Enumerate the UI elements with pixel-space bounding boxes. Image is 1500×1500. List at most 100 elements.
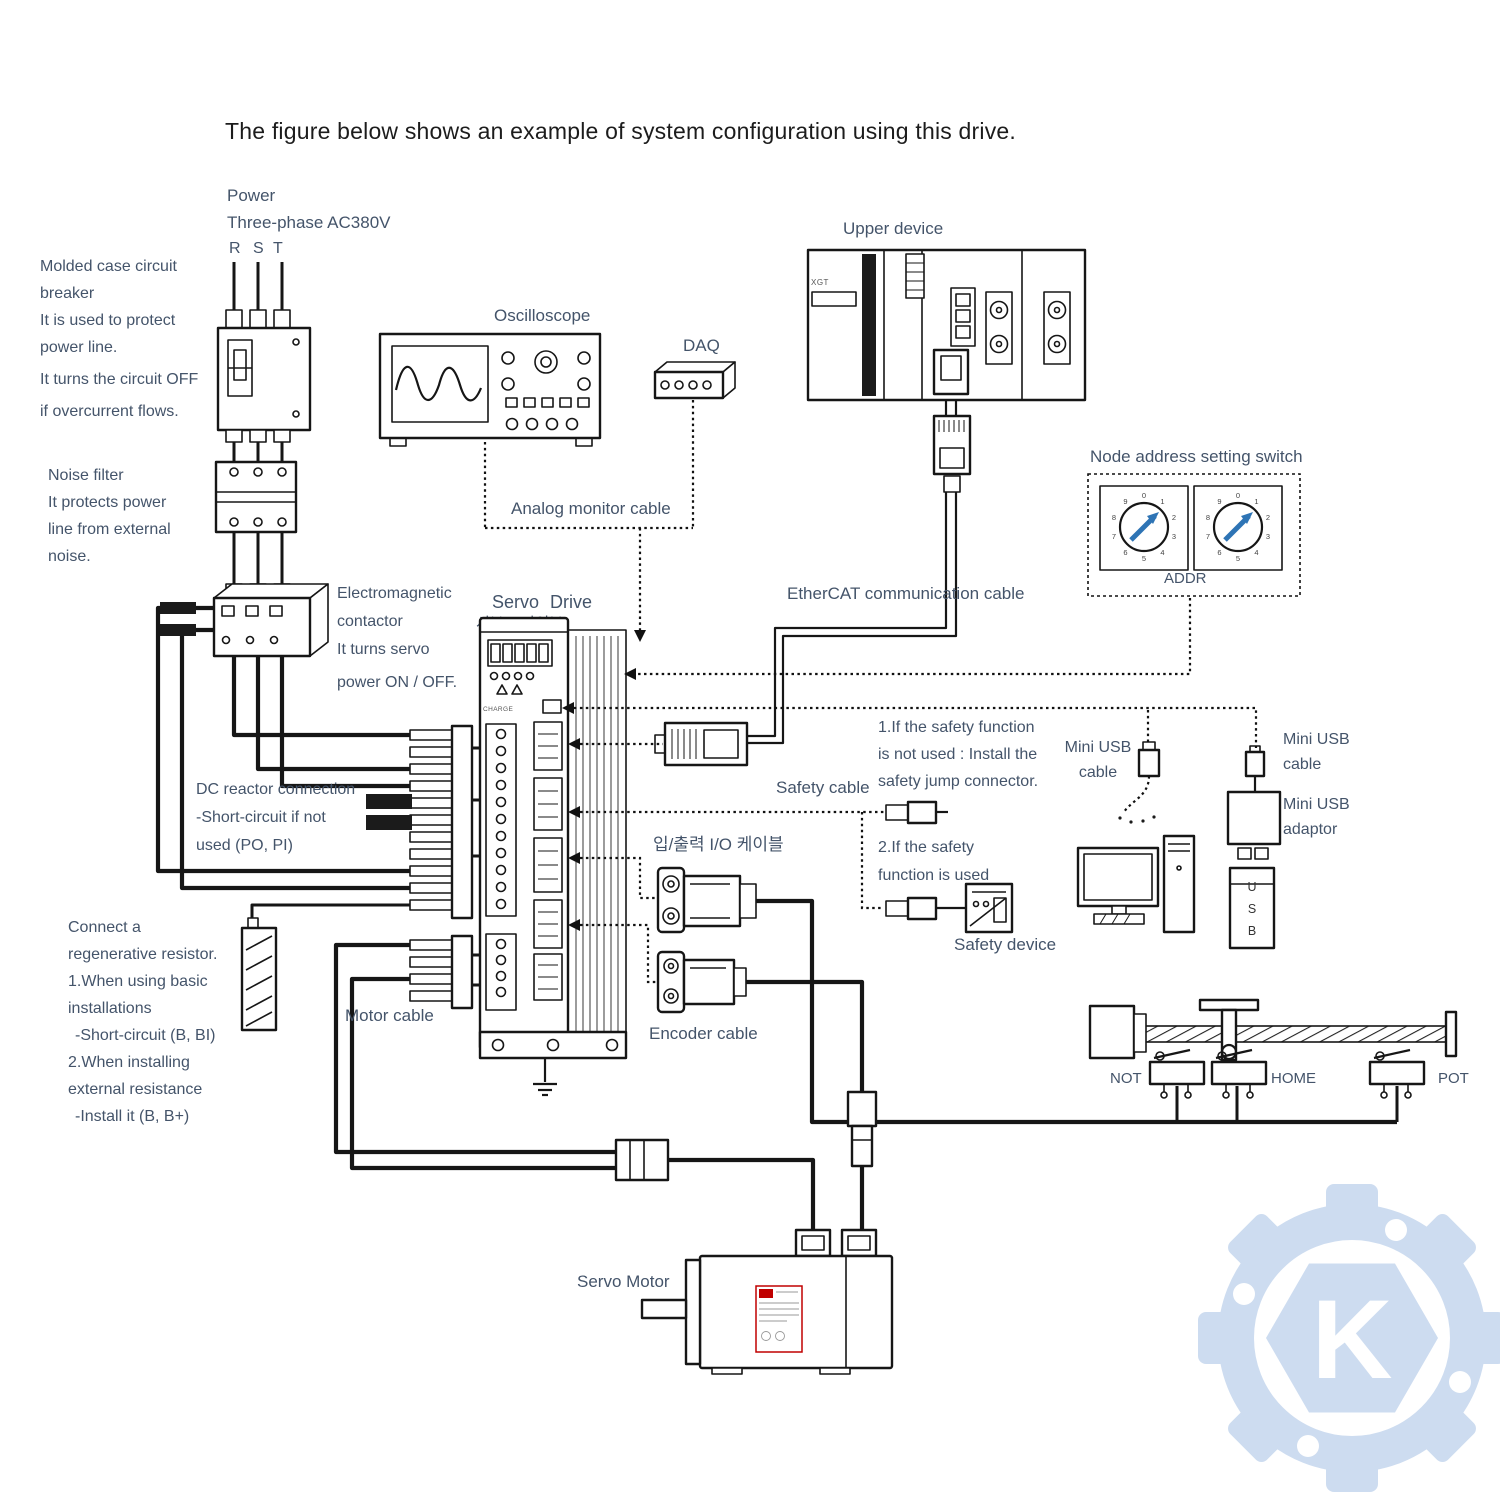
motor-terminal-block xyxy=(409,934,474,1010)
dial-digit: 4 xyxy=(1254,548,1258,557)
dial-digit: 6 xyxy=(1123,548,1127,557)
dial-digit: 4 xyxy=(1160,548,1164,557)
dial-digit: 8 xyxy=(1206,513,1210,522)
rotary-switch-1 xyxy=(1118,501,1170,553)
mini-usb-cable-2-label: Mini USB cable xyxy=(1283,727,1350,777)
safety-used-line: 2.If the safety xyxy=(878,839,975,856)
charge-label: CHARGE xyxy=(483,706,514,713)
contactor-note-line: Electromagnetic xyxy=(337,585,452,602)
mini-usb-plug-1 xyxy=(1118,741,1161,824)
contactor-note-line: It turns servo xyxy=(337,641,430,658)
dial-digit: 7 xyxy=(1206,532,1210,541)
breaker-note-line: if overcurrent flows. xyxy=(40,403,179,420)
mini-usb-cable-2-line: Mini USB xyxy=(1283,731,1350,748)
dashed-cables xyxy=(483,400,1258,984)
upper-device-label: Upper device xyxy=(843,219,944,238)
regen-note-line: 1.When using basic xyxy=(68,973,208,990)
plc-pin-header xyxy=(905,253,925,299)
limit-home-label: HOME xyxy=(1271,1070,1316,1087)
power-spec-line: Three-phase AC380V xyxy=(227,213,391,232)
safety-unused-line: 1.If the safety function xyxy=(878,719,1035,736)
regen-note-line: installations xyxy=(68,1000,152,1017)
mini-usb-adaptor-line: adaptor xyxy=(1283,821,1338,838)
mini-usb-adaptor xyxy=(1226,790,1282,860)
noise-filter-note-line: Noise filter xyxy=(48,467,124,484)
upper-device-plc xyxy=(806,248,1087,402)
dial-digit: 5 xyxy=(1236,554,1240,563)
motor-cable-plug xyxy=(614,1138,670,1182)
watermark-letter: K xyxy=(1312,1277,1393,1402)
breaker-note-line: It is used to protect xyxy=(40,312,176,329)
servo-motor-label: Servo Motor xyxy=(577,1272,670,1291)
motor-shaft xyxy=(640,1298,688,1320)
safety-unused-line: safety jump connector. xyxy=(878,773,1039,790)
drive-power-terminals xyxy=(485,723,517,917)
daq-label: DAQ xyxy=(683,336,720,355)
servo-drive xyxy=(478,616,628,1097)
safety-cable-connector xyxy=(885,896,966,921)
regen-note-line: Connect a xyxy=(68,919,141,936)
power-label: Power Three-phase AC380V xyxy=(227,182,391,236)
breaker-note: Molded case circuit breaker It is used t… xyxy=(40,253,198,425)
phase-t-label: T xyxy=(273,240,283,257)
regen-note-line: 2.When installing xyxy=(68,1054,190,1071)
mini-usb-cable-1-line: Mini USB xyxy=(1064,739,1132,756)
regen-note-line: regenerative resistor. xyxy=(68,946,218,963)
rotary-switch-2 xyxy=(1212,501,1264,553)
dial-digit: 9 xyxy=(1123,497,1127,506)
safety-unused-line: is not used : Install the xyxy=(878,746,1038,763)
safety-unused-note: 1.If the safety function is not used : I… xyxy=(878,714,1038,795)
contactor-note-line: contactor xyxy=(337,613,403,630)
ethercat-inline-connector xyxy=(654,721,749,767)
encoder-cable-plug xyxy=(846,1090,878,1168)
computer xyxy=(1076,834,1196,934)
addr-label: ADDR xyxy=(1164,570,1207,587)
encoder-cable-label: Encoder cable xyxy=(649,1024,758,1043)
phase-s-label: S xyxy=(253,240,264,257)
dial-digit: 0 xyxy=(1236,491,1240,500)
regen-note-line: -Short-circuit (B, BI) xyxy=(75,1027,216,1044)
safety-used-line: function is used xyxy=(878,867,990,884)
limit-switch-home xyxy=(1210,1048,1268,1099)
mini-usb-cable-2-line: cable xyxy=(1283,756,1322,773)
ball-screw xyxy=(1133,1025,1447,1043)
dc-reactor-note: DC reactor connection -Short-circuit if … xyxy=(196,776,355,860)
mini-usb-adaptor-line: Mini USB xyxy=(1283,796,1350,813)
dial-digit: 3 xyxy=(1172,532,1176,541)
dial-digit: 1 xyxy=(1254,497,1258,506)
ethernet-plug xyxy=(932,414,972,493)
usb-letter: U xyxy=(1247,880,1257,894)
dial-digit: 8 xyxy=(1112,513,1116,522)
pc-tower xyxy=(1162,834,1196,934)
dial-digit: 7 xyxy=(1112,532,1116,541)
mini-usb-cable-1-label: Mini USB cable xyxy=(1056,735,1140,785)
dial-digit: 9 xyxy=(1217,497,1221,506)
regen-resistor-note: Connect a regenerative resistor. 1.When … xyxy=(68,914,217,1130)
motor-nameplate xyxy=(755,1285,803,1353)
usb-letter: B xyxy=(1247,924,1257,938)
watermark-gear: K xyxy=(1198,1184,1500,1492)
oscilloscope xyxy=(378,332,602,447)
noise-filter-note-line: line from external xyxy=(48,521,171,538)
safety-device-label: Safety device xyxy=(954,935,1057,954)
stage-slider xyxy=(1198,998,1260,1012)
power-label-line: Power xyxy=(227,186,276,205)
regen-note-line: external resistance xyxy=(68,1081,203,1098)
breaker-note-line: breaker xyxy=(40,285,95,302)
usb-stick xyxy=(1228,866,1276,950)
dial-digit: 5 xyxy=(1142,554,1146,563)
oscilloscope-label: Oscilloscope xyxy=(494,306,591,325)
safety-jump-connector xyxy=(885,800,948,825)
noise-filter xyxy=(214,460,298,534)
electromagnetic-contactor xyxy=(160,583,329,658)
dial-digit: 2 xyxy=(1266,513,1270,522)
molded-case-circuit-breaker xyxy=(216,309,312,443)
regenerative-resistor xyxy=(240,917,278,1032)
page-title: The figure below shows an example of sys… xyxy=(225,118,1017,144)
linear-stage xyxy=(1088,998,1458,1099)
breaker-note-line: Molded case circuit xyxy=(40,258,177,275)
safety-cable-label: Safety cable xyxy=(776,778,870,797)
